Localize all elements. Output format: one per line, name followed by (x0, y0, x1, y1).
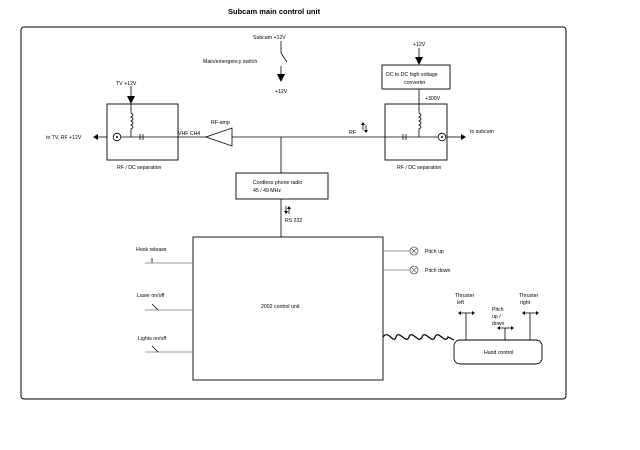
vhf-label: VHF CH4 (178, 131, 200, 137)
radio-label-2: 45 / 49 MHz (253, 188, 281, 194)
radio-label-1: Cordless phone radio (253, 180, 302, 186)
dc-dc-converter-box (381, 64, 451, 90)
converter-label-2: converter (404, 80, 426, 86)
pitch-stick-label-2: up / (492, 314, 501, 320)
hand-control-box (453, 339, 543, 365)
left-rf-dc-separation-box (106, 103, 179, 161)
rs232-label: RS 232 (285, 218, 302, 224)
main-switch-icon (280, 52, 288, 63)
to-subcam-arrow (461, 134, 466, 140)
hand-control-label: Hand control (484, 350, 513, 356)
tv-supply-arrow-icon (127, 96, 135, 104)
pitch-up-label: Pitch up (425, 249, 444, 255)
thruster-left-label-2: left (457, 300, 464, 306)
thruster-right-label-2: right (520, 300, 531, 306)
rf-amp-label: RF-amp (211, 120, 230, 126)
pitch-down-label: Pitch down (425, 268, 450, 274)
outer-frame (20, 26, 567, 400)
converter-supply-arrow-icon (415, 57, 423, 65)
control-unit-box (192, 236, 384, 381)
right-rf-dc-separation-box (384, 103, 448, 161)
lights-label: Lights on/off (138, 336, 167, 342)
hook-release-label: Hook release (136, 247, 167, 253)
left-separation-label: RF / DC separation (117, 165, 162, 171)
main-switch-label: Main/emergency switch (203, 59, 257, 65)
hv-output-label: +300V (425, 96, 441, 102)
diagram-title: Subcam main control unit (228, 7, 321, 16)
to-subcam-label: to subcam (470, 129, 494, 135)
right-separation-label: RF / DC separation (397, 165, 442, 171)
rf-label: RF (349, 130, 356, 136)
converter-label-1: DC to DC high voltage (386, 72, 438, 78)
cordless-phone-radio-box (235, 172, 329, 200)
switch-output-arrow-icon (277, 74, 285, 82)
coiled-cable-icon (382, 334, 455, 341)
rf-amp-symbol (204, 127, 233, 147)
to-tv-arrow (93, 134, 98, 140)
tv-supply-label: TV +12V (116, 81, 137, 87)
pitch-stick-label-1: Pitch (492, 307, 504, 313)
switch-output-label: +12V (275, 89, 288, 95)
to-tv-label: to TV, RF +12V (46, 135, 82, 141)
thruster-right-label-1: Thruster (519, 293, 539, 299)
control-unit-label: 2002 control unit (261, 304, 300, 310)
laser-label: Laser on/off (137, 293, 165, 299)
thruster-left-label-1: Thruster (455, 293, 475, 299)
subcam-supply-label: Subcam +12V (253, 35, 286, 41)
converter-supply-label: +12V (413, 42, 426, 48)
pitch-stick-label-3: down (492, 321, 505, 327)
